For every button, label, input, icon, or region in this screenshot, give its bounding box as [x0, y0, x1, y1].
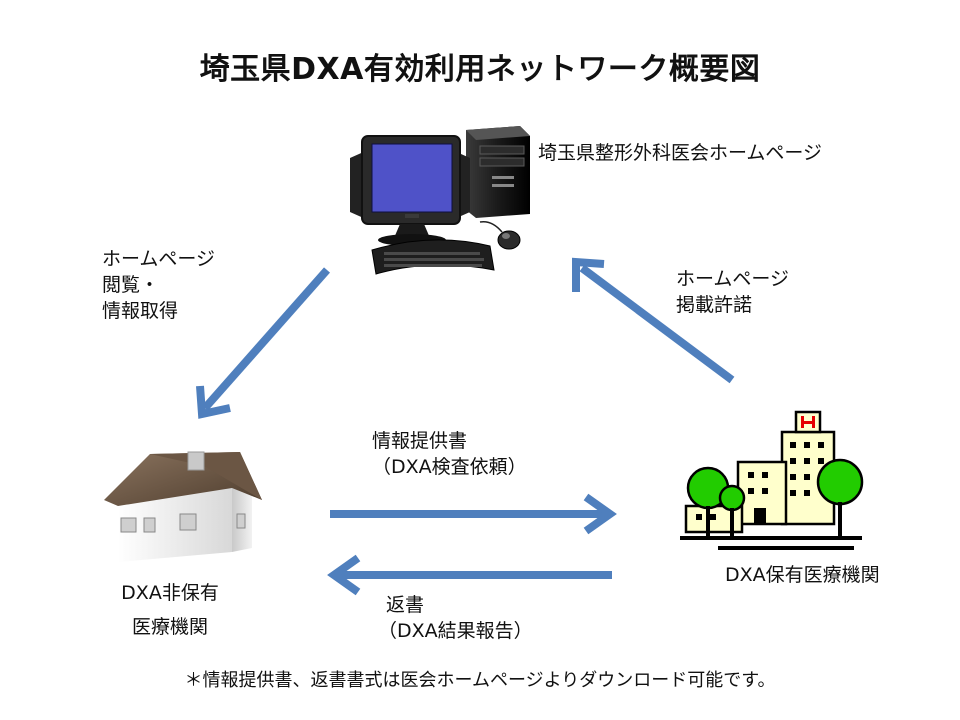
request-label-line2: （DXA検査依頼）	[372, 456, 527, 478]
dxa-clinic-label: DXA保有医療機関	[725, 564, 880, 586]
request-label: 情報提供書 （DXA検査依頼）	[372, 428, 527, 480]
arrow-permit	[572, 257, 735, 384]
permit-label-line1: ホームページ	[676, 268, 790, 290]
page-title: 埼玉県DXA有効利用ネットワーク概要図	[199, 52, 761, 87]
browse-label: ホームページ 閲覧・ 情報取得	[102, 246, 215, 324]
hospital-icon	[680, 410, 864, 550]
non-dxa-label-line2: 医療機関	[131, 616, 208, 638]
reply-label-line2: （DXA結果報告）	[378, 620, 533, 642]
permit-label: ホームページ 掲載許諾	[676, 266, 789, 318]
reply-label: 返書 （DXA結果報告）	[378, 592, 533, 644]
hospital-mark-icon	[801, 416, 815, 428]
reply-label-line1: 返書	[386, 594, 425, 616]
permit-label-line2: 掲載許諾	[676, 294, 753, 316]
arrow-request	[330, 493, 617, 535]
house-icon	[104, 451, 262, 562]
computer-icon	[350, 126, 530, 275]
homepage-label: 埼玉県整形外科医会ホームページ	[538, 142, 823, 164]
non-dxa-label-line1: DXA非保有	[121, 582, 219, 604]
browse-label-line2: 閲覧・	[102, 274, 160, 296]
browse-label-line3: 情報取得	[102, 300, 179, 322]
browse-label-line1: ホームページ	[102, 248, 216, 270]
non-dxa-clinic-label: DXA非保有 医療機関	[108, 580, 232, 640]
request-label-line1: 情報提供書	[372, 430, 468, 452]
footnote: ＊情報提供書、返書書式は医会ホームページよりダウンロード可能です。	[184, 670, 776, 691]
arrow-browse	[196, 267, 330, 419]
arrow-reply	[327, 554, 612, 596]
